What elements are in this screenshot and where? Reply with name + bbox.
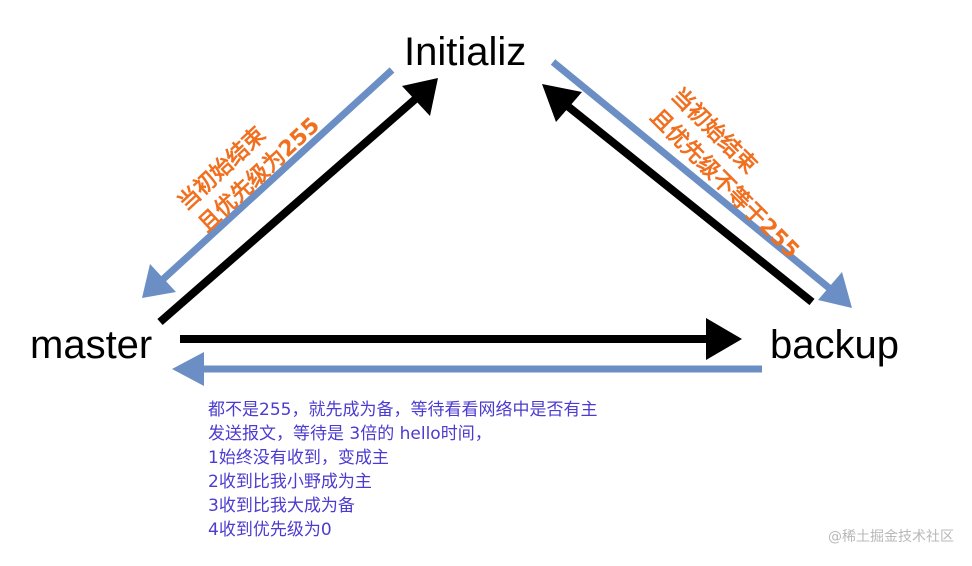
node-backup: backup xyxy=(770,323,899,367)
note-text-block: 都不是255，就先成为备，等待看看网络中是否有主 发送报文，等待是 3倍的 he… xyxy=(208,398,597,542)
arrow-initializ-to-backup xyxy=(550,59,852,308)
note-line: 3收到比我大成为备 xyxy=(208,496,355,516)
node-master: master xyxy=(30,323,153,367)
arrow-master-to-initializ xyxy=(157,78,438,326)
note-line: 都不是255，就先成为备，等待看看网络中是否有主 xyxy=(208,400,598,420)
arrow-initializ-to-master xyxy=(142,67,395,298)
node-initializ: Initializ xyxy=(404,30,527,74)
note-line: 1始终没有收到，变成主 xyxy=(208,448,389,468)
watermark: @稀土掘金技术社区 xyxy=(828,529,954,545)
arrow-backup-to-initializ xyxy=(542,84,815,306)
arrow-backup-to-master xyxy=(172,352,762,386)
note-line: 4收到优先级为0 xyxy=(208,520,332,540)
arrow-master-to-backup xyxy=(180,318,742,360)
note-line: 发送报文，等待是 3倍的 hello时间， xyxy=(208,424,492,444)
note-line: 2收到比我小野成为主 xyxy=(208,472,372,492)
